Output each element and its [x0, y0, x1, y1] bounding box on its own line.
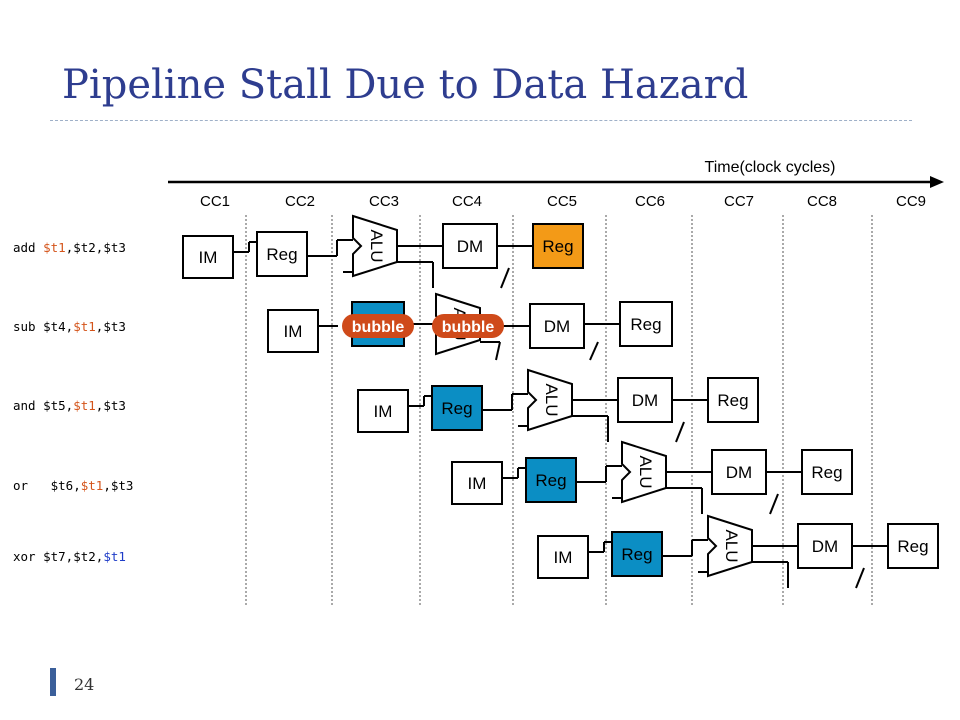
- stage-reg-read: [431, 385, 483, 431]
- datapath-wire: [495, 341, 501, 361]
- stage-im-label: IM: [468, 474, 487, 493]
- stage-reg-write: [887, 523, 939, 569]
- instruction-label: xor $t7,$t2,$t1: [13, 549, 126, 564]
- stage-dm-label: DM: [457, 237, 483, 256]
- cycle-label: CC8: [807, 193, 837, 210]
- stage-im: [357, 389, 409, 433]
- stage-reg-read: [525, 457, 577, 503]
- stage-reg-write-label: Reg: [630, 315, 661, 334]
- instruction-label: add $t1,$t2,$t3: [13, 240, 126, 255]
- alu-unit: [707, 514, 753, 578]
- alu-unit: [352, 214, 398, 278]
- bubble-2: [432, 314, 504, 338]
- stage-im-label: IM: [199, 248, 218, 267]
- cycle-label: CC9: [896, 193, 926, 210]
- datapath-wire: [589, 341, 599, 361]
- stage-reg-write: [619, 301, 673, 347]
- stage-im: [537, 535, 589, 579]
- datapath-wire: [675, 421, 685, 443]
- cycle-label: CC1: [200, 193, 230, 210]
- datapath-wire: [500, 267, 510, 289]
- cycle-label: CC5: [547, 193, 577, 210]
- stage-im-label: IM: [374, 402, 393, 421]
- stage-dm-label: DM: [812, 537, 838, 556]
- stage-reg-read-label: Reg: [621, 545, 652, 564]
- bubble-1-label: bubble: [352, 319, 405, 336]
- stage-dm: [529, 303, 585, 349]
- stage-reg-write-label: Reg: [542, 237, 573, 256]
- stage-reg-write-label: Reg: [811, 463, 842, 482]
- instruction-label: and $t5,$t1,$t3: [13, 398, 126, 413]
- cycle-label: CC6: [635, 193, 665, 210]
- alu-unit: [621, 440, 667, 504]
- stage-im: [451, 461, 503, 505]
- bubble-1: [342, 314, 414, 338]
- instruction-label: sub $t4,$t1,$t3: [13, 319, 126, 334]
- stage-reg-write: [707, 377, 759, 423]
- stage-dm: [442, 223, 498, 269]
- stage-dm-label: DM: [544, 317, 570, 336]
- stage-dm-label: DM: [726, 463, 752, 482]
- stage-im: [182, 235, 234, 279]
- alu-label: ALU: [542, 383, 561, 416]
- stage-reg-read-label: Reg: [266, 245, 297, 264]
- stage-im: [267, 309, 319, 353]
- stage-reg-read: [256, 231, 308, 277]
- stage-reg-write: [801, 449, 853, 495]
- stage-reg-read-label: Reg: [441, 399, 472, 418]
- slide-accent-bar: [50, 668, 56, 696]
- stage-reg-read: [611, 531, 663, 577]
- stage-reg-write: [532, 223, 584, 269]
- instruction-label: or $t6,$t1,$t3: [13, 478, 134, 493]
- stage-im-label: IM: [554, 548, 573, 567]
- stage-dm-label: DM: [632, 391, 658, 410]
- cycle-label: CC3: [369, 193, 399, 210]
- datapath-wire: [855, 567, 865, 589]
- datapath-wire: [769, 493, 779, 515]
- title-divider: [50, 120, 912, 121]
- bubble-2-label: bubble: [442, 319, 495, 336]
- cycle-label: CC2: [285, 193, 315, 210]
- stage-dm: [797, 523, 853, 569]
- alu-label: ALU: [636, 455, 655, 488]
- alu-label: ALU: [367, 229, 386, 262]
- time-axis-arrowhead: [930, 176, 944, 188]
- stage-im-label: IM: [284, 322, 303, 341]
- slide-title: Pipeline Stall Due to Data Hazard: [62, 62, 749, 108]
- time-axis-label: Time(clock cycles): [705, 159, 836, 176]
- cycle-label: CC7: [724, 193, 754, 210]
- stage-dm: [617, 377, 673, 423]
- cycle-label: CC4: [452, 193, 482, 210]
- stage-reg-read-label: Reg: [535, 471, 566, 490]
- stage-reg-write-label: Reg: [897, 537, 928, 556]
- stage-reg-write-label: Reg: [717, 391, 748, 410]
- alu-unit: [527, 368, 573, 432]
- page-number: 24: [74, 675, 95, 694]
- alu-label: ALU: [722, 529, 741, 562]
